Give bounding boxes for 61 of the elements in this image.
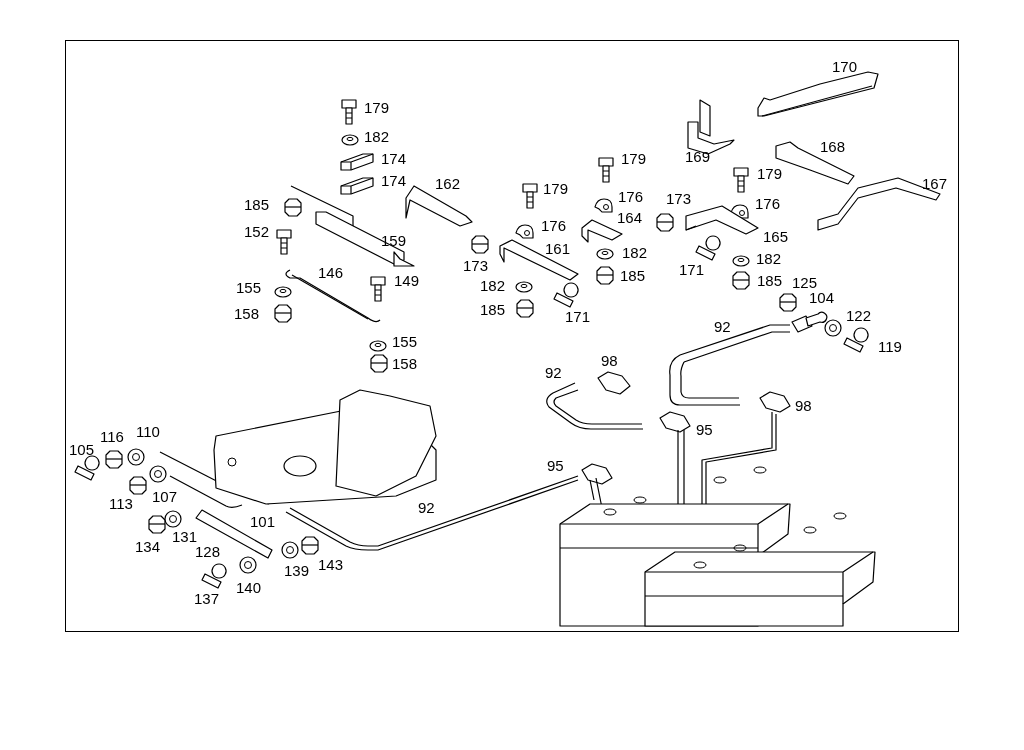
callout-number: 140 (236, 579, 262, 596)
callout-number: 95 (547, 457, 564, 474)
callout-number: 143 (318, 556, 344, 573)
callout-number: 176 (541, 217, 567, 234)
callout-number: 134 (135, 538, 161, 555)
callout-number: 179 (543, 180, 569, 197)
callout-number: 179 (364, 99, 390, 116)
callout-number: 113 (109, 495, 133, 512)
callout-number: 116 (100, 428, 124, 445)
callout-number: 125 (792, 274, 818, 291)
callout-number: 105 (69, 441, 95, 458)
callout-number: 182 (622, 244, 648, 261)
callout-number: 92 (418, 499, 435, 516)
callout-number: 185 (620, 267, 646, 284)
callout-number: 158 (392, 355, 418, 372)
callout-number: 167 (922, 175, 948, 192)
callout-number: 95 (696, 421, 713, 438)
callout-number: 182 (480, 277, 506, 294)
callout-number: 155 (392, 333, 418, 350)
callout-number: 176 (755, 195, 781, 212)
callout-number: 139 (284, 562, 310, 579)
callout-number: 171 (679, 261, 705, 278)
callout-number: 98 (795, 397, 812, 414)
callout-number: 173 (463, 257, 489, 274)
callout-number: 179 (757, 165, 783, 182)
callout-number: 152 (244, 223, 270, 240)
callout-number: 168 (820, 138, 846, 155)
callout-number: 182 (756, 250, 782, 267)
callout-number: 171 (565, 308, 591, 325)
callout-number: 176 (618, 188, 644, 205)
callout-number: 169 (685, 148, 711, 165)
callout-number: 149 (394, 272, 420, 289)
callout-number: 185 (757, 272, 783, 289)
callout-number: 131 (172, 528, 198, 545)
callout-number: 122 (846, 307, 872, 324)
callout-number: 104 (809, 289, 835, 306)
callout-number: 174 (381, 150, 407, 167)
callout-number: 161 (545, 240, 571, 257)
callout-number: 174 (381, 172, 407, 189)
callout-number: 119 (878, 338, 902, 355)
callout-number: 179 (621, 150, 647, 167)
callout-number: 170 (832, 58, 858, 75)
callout-number: 92 (714, 318, 731, 335)
callout-number: 182 (364, 128, 390, 145)
callout-number: 159 (381, 232, 407, 249)
callout-number: 92 (545, 364, 562, 381)
callout-number: 128 (195, 543, 221, 560)
callout-number: 101 (250, 513, 276, 530)
callout-number: 165 (763, 228, 789, 245)
callout-number: 185 (480, 301, 506, 318)
callout-number: 107 (152, 488, 178, 505)
callout-number: 173 (666, 190, 692, 207)
callout-number: 110 (136, 423, 160, 440)
callout-number: 146 (318, 264, 344, 281)
callout-number: 98 (601, 352, 618, 369)
callout-number: 164 (617, 209, 643, 226)
callout-number: 185 (244, 196, 270, 213)
callout-number: 162 (435, 175, 461, 192)
callout-number: 155 (236, 279, 262, 296)
callout-number: 137 (194, 590, 220, 607)
callout-number: 158 (234, 305, 260, 322)
